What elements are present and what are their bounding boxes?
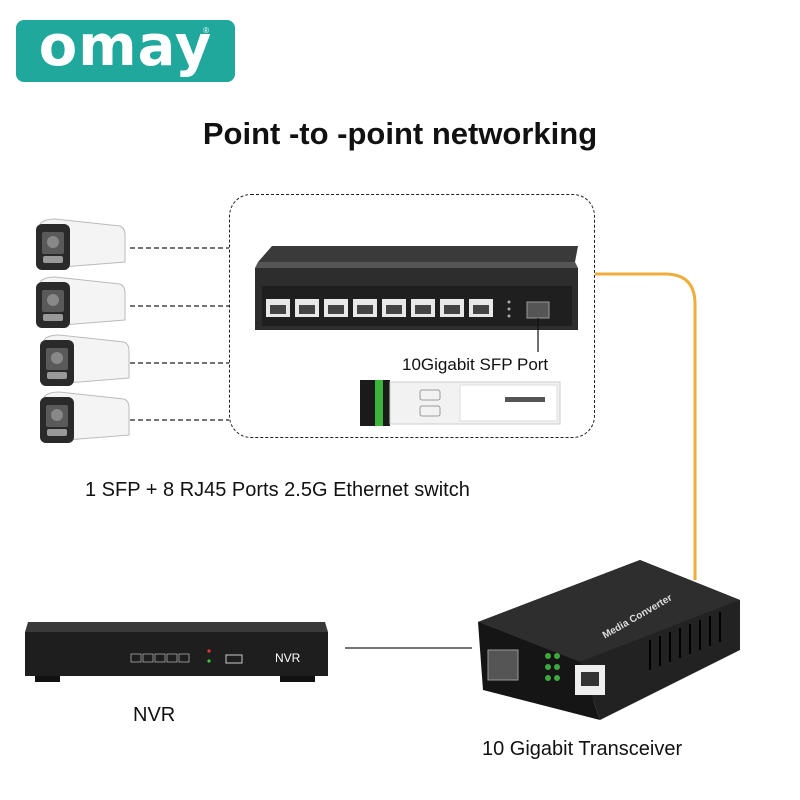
page-title: Point -to -point networking [202,116,598,151]
camera-2 [36,276,126,328]
camera-4 [40,391,130,443]
brand-logo: omay ® [16,14,235,82]
switch-group-outline [229,194,595,438]
nvr-caption: NVR [133,704,176,726]
switch-caption: 1 SFP + 8 RJ45 Ports 2.5G Ethernet switc… [85,479,470,501]
sfp-module [360,380,561,426]
fiber-link [595,272,697,580]
sfp-port [526,301,550,319]
camera-1 [36,218,126,270]
registered-mark: ® [203,26,209,35]
nvr-face-label: NVR [275,651,301,665]
ethernet-switch [255,246,578,352]
media-converter [478,560,740,720]
sfp-port-label: 10Gigabit SFP Port [402,355,549,374]
camera-links [130,247,229,421]
nvr-device [25,622,328,682]
logo-text: omay [38,14,213,79]
camera-3 [40,334,130,386]
transceiver-caption: 10 Gigabit Transceiver [482,738,683,760]
